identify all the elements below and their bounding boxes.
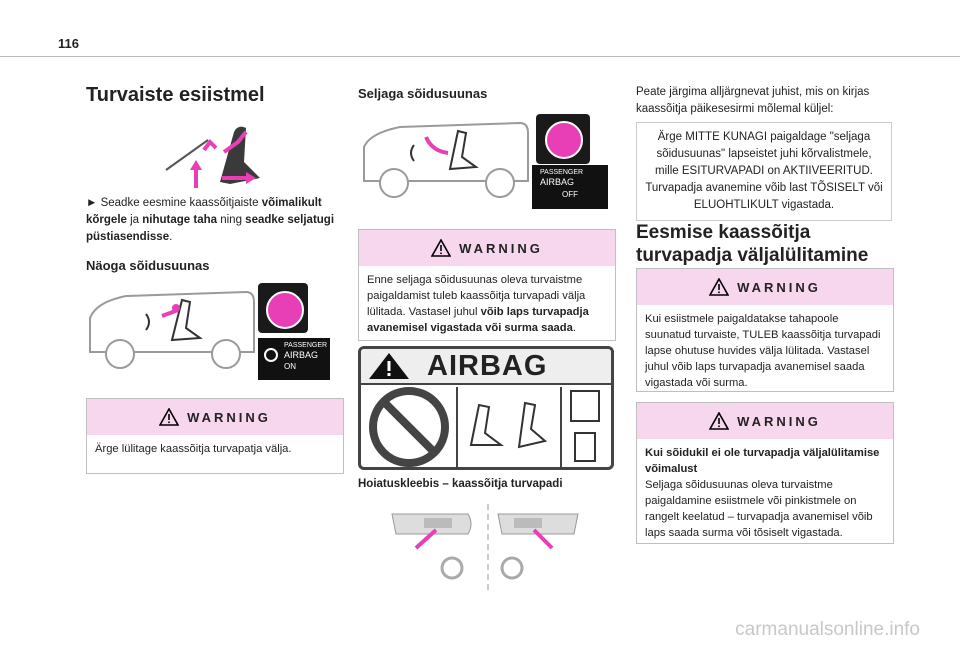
warning-header: WARNING: [359, 230, 615, 266]
warning-text: Ärge lülitage kaassõitja turvapatja välj…: [95, 443, 292, 455]
warning-box-col1: WARNING Ärge lülitage kaassõitja turvapa…: [86, 398, 344, 474]
badge-state: OFF: [562, 190, 578, 199]
car-forward-illustration: [89, 290, 255, 369]
warning-title: WARNING: [187, 409, 271, 425]
subheading-forward: Näoga sõidusuunas: [86, 258, 210, 273]
airbag-label-caption: Hoiatuskleebis – kaassõitja turvapadi: [358, 478, 563, 490]
warning-triangle-icon: [709, 412, 730, 430]
watermark: carmanualsonline.info: [735, 619, 920, 640]
warning-title: WARNING: [459, 240, 543, 256]
badge-line2: AIRBAG: [540, 177, 575, 187]
airbag-label-header: AIRBAG: [361, 349, 611, 385]
warning-text-bold: Kui sõidukil ei ole turvapadja väljalüli…: [645, 447, 880, 475]
bullet-arrow: ►: [86, 197, 98, 209]
badge-line1: PASSENGER: [284, 342, 328, 349]
warning-triangle-icon: [369, 353, 409, 379]
warning-text-plain: Enne seljaga sõidusuunas oleva turvaistm…: [367, 274, 586, 318]
header-divider: [0, 56, 960, 57]
warning-text-end: .: [572, 322, 576, 334]
warning-header: WARNING: [637, 403, 893, 439]
no-child-seat-icon: [264, 348, 278, 362]
warning-text: Enne seljaga sõidusuunas oleva turvaistm…: [359, 266, 615, 344]
badge-line2: AIRBAG: [284, 350, 319, 360]
section-title: Turvaiste esiistmel: [86, 84, 265, 106]
airbag-on-badge: PASSENGER AIRBAG ON: [258, 338, 330, 380]
warning-title: WARNING: [737, 413, 821, 429]
instruction-part: .: [169, 231, 173, 243]
warning-text: Kui esiistmele paigaldatakse tahapoole s…: [645, 313, 881, 389]
airbag-off-badge: PASSENGER AIRBAG OFF: [532, 165, 608, 209]
instruction-part: Seadke eesmine kaassõitjaiste: [100, 197, 262, 209]
subheading-rearward: Seljaga sõidusuunas: [358, 86, 488, 101]
instruction-part-bold: nihutage taha: [142, 214, 218, 226]
instruction-part-bold: võimalikult kõrgele: [86, 197, 322, 226]
airbag-switch-on-icon: [258, 283, 308, 333]
col3-intro: Peate järgima alljärgnevat juhist, mis o…: [636, 86, 870, 115]
section-title-airbag-off: Eesmise kaassõitja turvapadja väljalülit…: [636, 222, 869, 266]
warning-box-col3-2: WARNING Kui sõidukil ei ole turvapadja v…: [636, 402, 894, 544]
warning-header: WARNING: [637, 269, 893, 305]
instruction-part-bold: seadke seljatugi püstiasendisse: [86, 214, 335, 243]
badge-line1: PASSENGER: [540, 169, 584, 176]
instruction-text: ► Seadke eesmine kaassõitjaiste võimalik…: [86, 195, 344, 246]
warning-triangle-icon: [159, 408, 180, 426]
visor-notice-box: Ärge MITTE KUNAGI paigaldage "seljaga sõ…: [636, 122, 892, 221]
warning-box-col3-1: WARNING Kui esiistmele paigaldatakse tah…: [636, 268, 894, 392]
badge-state: ON: [284, 362, 296, 371]
page-number: 116: [58, 36, 79, 51]
instruction-part: ja: [126, 214, 143, 226]
instruction-part: ning: [217, 214, 246, 226]
airbag-switch-off-icon: [536, 114, 590, 164]
warning-box-col2: WARNING Enne seljaga sõidusuunas oleva t…: [358, 229, 616, 341]
warning-triangle-icon: [709, 278, 730, 296]
warning-header: WARNING: [87, 399, 343, 435]
warning-triangle-icon: [431, 239, 452, 257]
airbag-label-word: AIRBAG: [427, 349, 548, 382]
warning-text-bold: võib laps turvapadja avanemisel vigastad…: [367, 306, 589, 334]
warning-text: Kui sõidukil ei ole turvapadja väljalüli…: [637, 439, 893, 549]
warning-title: WARNING: [737, 279, 821, 295]
warning-text-plain: Seljaga sõidusuunas oleva turvaistme pai…: [645, 479, 873, 539]
airbag-label-pictograms: [369, 387, 600, 467]
sun-visor-illustration: [391, 504, 579, 590]
seat-adjust-illustration: [165, 126, 260, 188]
car-rearward-illustration: [363, 121, 529, 198]
airbag-warning-label: AIRBAG: [358, 346, 614, 470]
